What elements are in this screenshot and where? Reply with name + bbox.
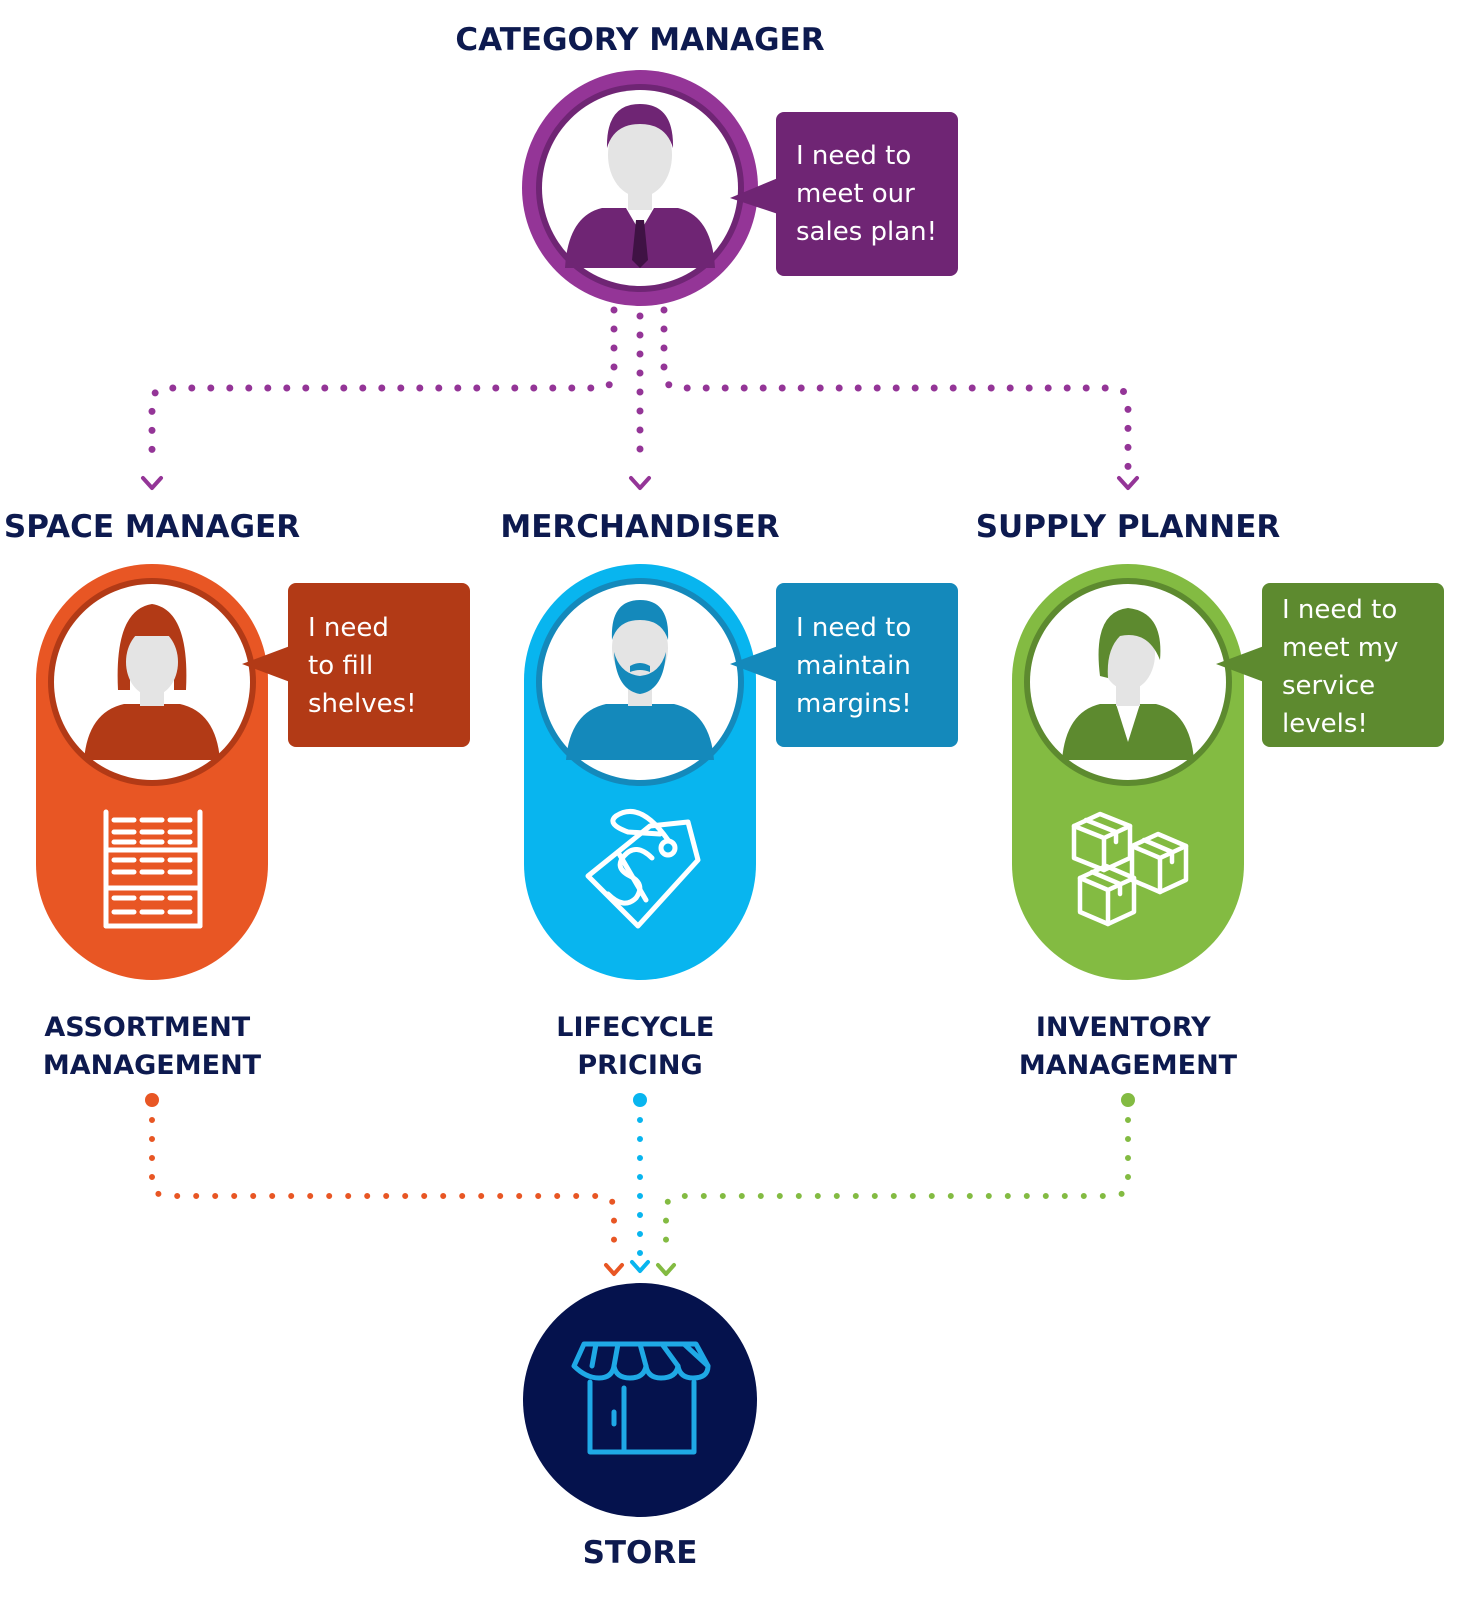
- connector-cm-to-supply-planner: [660, 306, 1132, 472]
- category-manager-avatar: [522, 70, 758, 306]
- store-circle: [523, 1283, 757, 1517]
- bubble-line: shelves!: [308, 689, 417, 719]
- woman-bob-hair-icon: [84, 604, 220, 760]
- bubble-line: sales plan!: [796, 217, 937, 247]
- merchandiser-speech-bubble: I need to maintain margins!: [730, 583, 958, 747]
- man-with-tie-icon: [565, 104, 715, 268]
- function-label: INVENTORY: [1036, 1012, 1211, 1043]
- connector-start-dot: [1121, 1093, 1135, 1107]
- bubble-line: levels!: [1282, 709, 1368, 739]
- connector-assortment-to-store: [149, 1117, 617, 1261]
- svg-text:I need to fill: I need to fill shelves!: [308, 613, 417, 719]
- store-node: STORE: [523, 1283, 757, 1571]
- connector-cm-to-space-manager: [148, 306, 618, 472]
- category-manager-title: CATEGORY MANAGER: [455, 22, 824, 58]
- chevron-down-icon: [630, 1260, 650, 1273]
- chevron-down-icon: [656, 1263, 676, 1276]
- bubble-line: margins!: [796, 689, 912, 719]
- space-manager-node: SPACE MANAGER I need to fill shelves!: [4, 509, 470, 1081]
- space-manager-title: SPACE MANAGER: [4, 509, 300, 545]
- svg-text:LIFECYCLE PRICING: LIFECYCLE PRICING: [556, 1012, 723, 1081]
- store-label: STORE: [583, 1535, 698, 1571]
- merchandiser-title: MERCHANDISER: [500, 509, 779, 545]
- svg-text:I need to meet my: I need to meet my service levels!: [1282, 595, 1407, 739]
- function-label: LIFECYCLE: [556, 1012, 714, 1043]
- supply-planner-speech-bubble: I need to meet my service levels!: [1216, 583, 1444, 747]
- svg-text:I need to meet our: I need to meet our sales plan!: [796, 141, 937, 247]
- price-tag-icon: [585, 809, 701, 929]
- supply-planner-title: SUPPLY PLANNER: [976, 509, 1281, 545]
- shelves-icon: [103, 809, 203, 929]
- bubble-line: I need to: [1282, 595, 1397, 625]
- chevron-down-icon: [141, 476, 163, 490]
- boxes-icon: [1071, 811, 1189, 927]
- category-manager-node: CATEGORY MANAGER I need to meet our sale…: [455, 22, 958, 306]
- bubble-line: maintain: [796, 651, 911, 681]
- woman-icon: [1062, 608, 1194, 760]
- bubble-line: I need to: [796, 613, 911, 643]
- connector-start-dot: [633, 1093, 647, 1107]
- function-label: MANAGEMENT: [43, 1050, 262, 1081]
- connectors: [141, 306, 1139, 1276]
- function-label: MANAGEMENT: [1019, 1050, 1238, 1081]
- bubble-line: meet our: [796, 179, 915, 209]
- bubble-line: service: [1282, 671, 1375, 701]
- storefront-icon: [571, 1341, 711, 1455]
- supply-planner-node: SUPPLY PLANNER I need to meet my service…: [976, 509, 1444, 1081]
- bubble-line: I need to: [796, 141, 911, 171]
- bubble-line: meet my: [1282, 633, 1399, 663]
- bubble-line: I need: [308, 613, 389, 643]
- bubble-line: to fill: [308, 651, 373, 681]
- connector-inventory-to-store: [663, 1117, 1131, 1261]
- chevron-down-icon: [604, 1263, 624, 1276]
- connector-start-dot: [145, 1093, 159, 1107]
- function-label: PRICING: [577, 1050, 702, 1081]
- space-manager-speech-bubble: I need to fill shelves!: [242, 583, 470, 747]
- function-label: ASSORTMENT: [44, 1012, 250, 1043]
- bearded-man-icon: [566, 600, 714, 760]
- svg-text:INVENTORY MANAGEMENT: INVENTORY MANAGEMENT: [1019, 1012, 1238, 1081]
- svg-text:ASSORTMENT MANAGEMENT: ASSORTMENT MANAGEMENT: [43, 1012, 262, 1081]
- merchandiser-node: MERCHANDISER I need to maintain margins!: [500, 509, 958, 1081]
- svg-text:I need to maintain: I need to maintain margins!: [796, 613, 920, 719]
- category-manager-speech-bubble: I need to meet our sales plan!: [730, 112, 958, 276]
- chevron-down-icon: [629, 476, 651, 490]
- chevron-down-icon: [1117, 476, 1139, 490]
